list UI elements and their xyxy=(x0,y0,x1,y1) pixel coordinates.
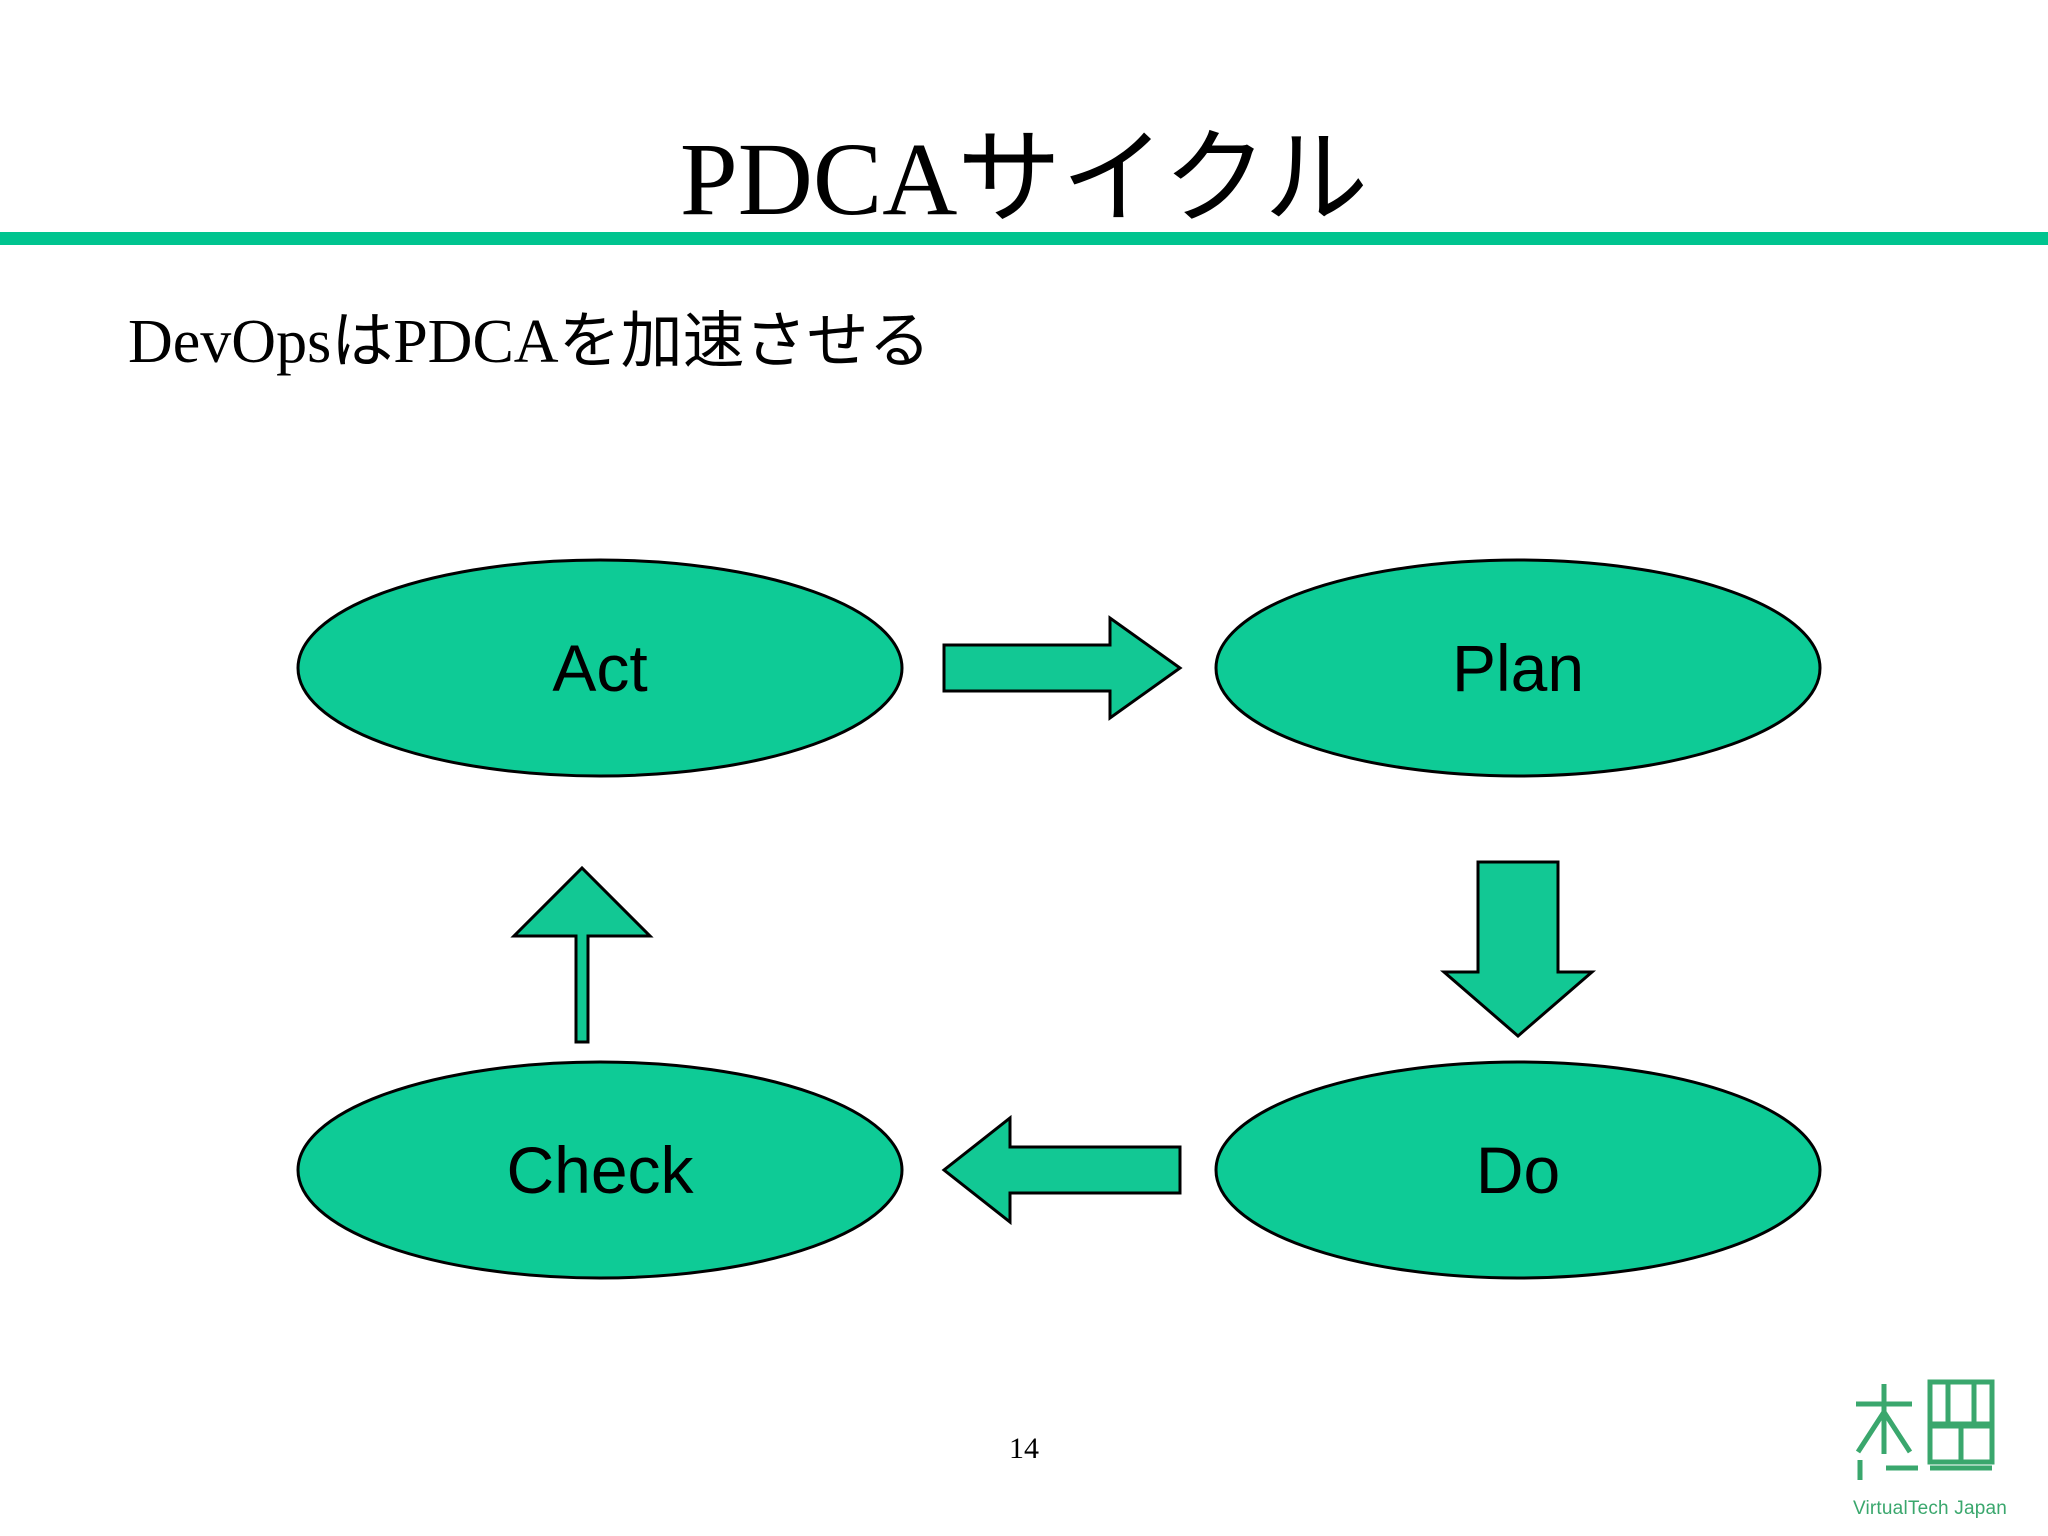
arrow-check-to-act xyxy=(512,868,580,972)
node-label-plan: Plan xyxy=(1451,631,1585,705)
node-label-check: Check xyxy=(506,1133,694,1207)
logo-text: VirtualTech Japan xyxy=(1852,1498,2008,1519)
page-number: 14 xyxy=(1009,1432,1039,1465)
subtitle-text: DevOpsはPDCAを加速させる xyxy=(128,308,931,376)
virtualtech-japan-mark-icon xyxy=(1855,1379,1995,1480)
arrow-do-to-check xyxy=(941,1114,1182,1226)
arrow-act-to-plan xyxy=(942,615,1183,721)
logo: VirtualTech Japan xyxy=(1846,1376,2014,1524)
title-divider xyxy=(0,232,2048,245)
arrow-plan-to-do xyxy=(1439,860,1597,1038)
node-label-do: Do xyxy=(1475,1133,1561,1207)
arrow-check-to-act-shape xyxy=(510,865,654,1044)
page-title: PDCAサイクル xyxy=(679,122,1369,237)
node-label-act: Act xyxy=(552,631,648,705)
